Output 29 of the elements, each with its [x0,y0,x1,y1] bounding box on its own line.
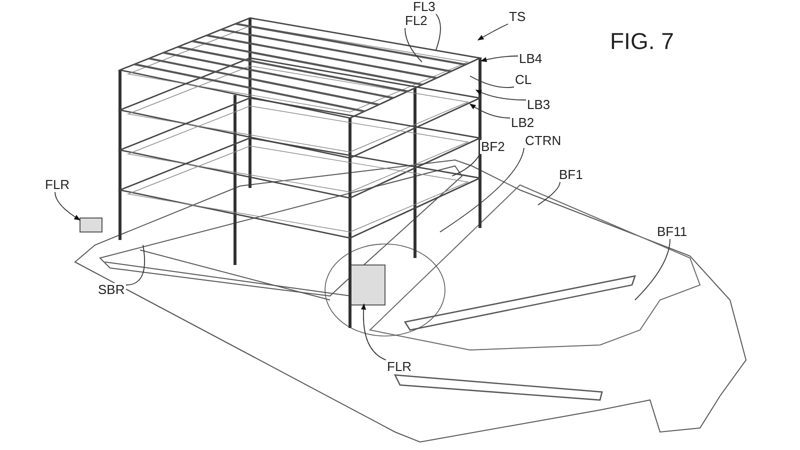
leader-line [475,90,526,100]
part-label: FL3 [412,0,436,14]
part-label: FL2 [404,14,428,28]
leader-line [436,14,441,50]
leader-line [126,244,146,286]
leader-line [538,182,560,206]
leader-line [477,24,508,40]
part-label: SBR [97,283,126,297]
figure-number: FIG. 7 [610,28,674,54]
part-label: CTRN [524,134,562,148]
part-label: BF11 [656,225,688,239]
leader-line [361,303,386,360]
part-label: LB2 [510,116,536,130]
part-label: FLR [386,360,413,374]
part-label: LB3 [526,98,552,112]
leader-line [480,56,518,62]
leader-line [452,154,480,176]
part-label: CL [514,73,533,87]
part-label: BF1 [558,168,584,182]
leader-line [634,238,670,300]
leader-line [469,104,510,118]
part-label: TS [508,10,527,24]
leader-line [470,76,514,88]
leader-line [404,28,422,62]
leader-line [440,148,524,232]
leader-line [54,192,81,220]
part-label: FLR [44,178,71,192]
part-label: BF2 [480,140,506,154]
part-label: LB4 [518,52,544,66]
